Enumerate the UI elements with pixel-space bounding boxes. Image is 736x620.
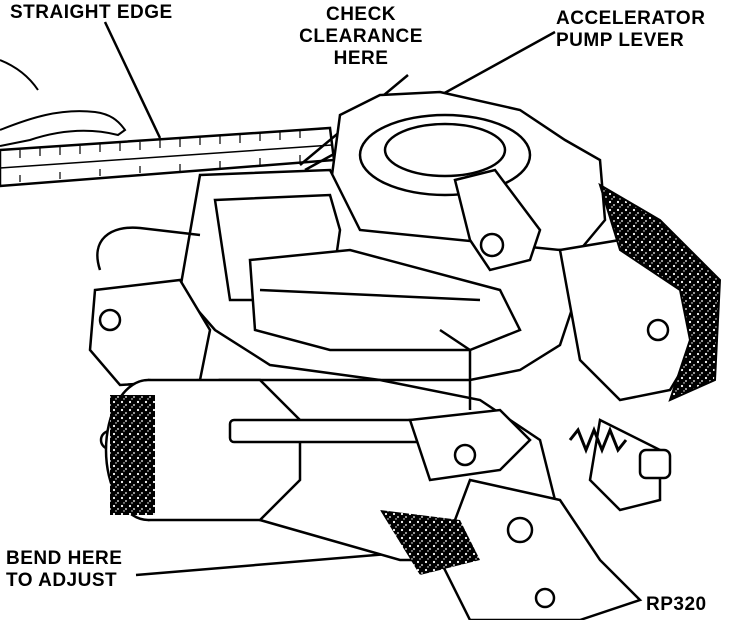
hand-outline [0,110,127,147]
label-straight-edge: STRAIGHT EDGE [10,2,173,23]
label-bend-here: BEND HERE TO ADJUST [6,548,123,591]
straight-edge-ruler [0,126,336,188]
shaded-regions [110,182,722,575]
figure-code: RP320 [646,594,707,615]
carburetor-body [88,90,702,620]
spring [568,425,628,455]
label-check-clearance: CHECK CLEARANCE HERE [299,4,423,69]
label-accelerator-pump-lever: ACCELERATOR PUMP LEVER [556,8,706,51]
